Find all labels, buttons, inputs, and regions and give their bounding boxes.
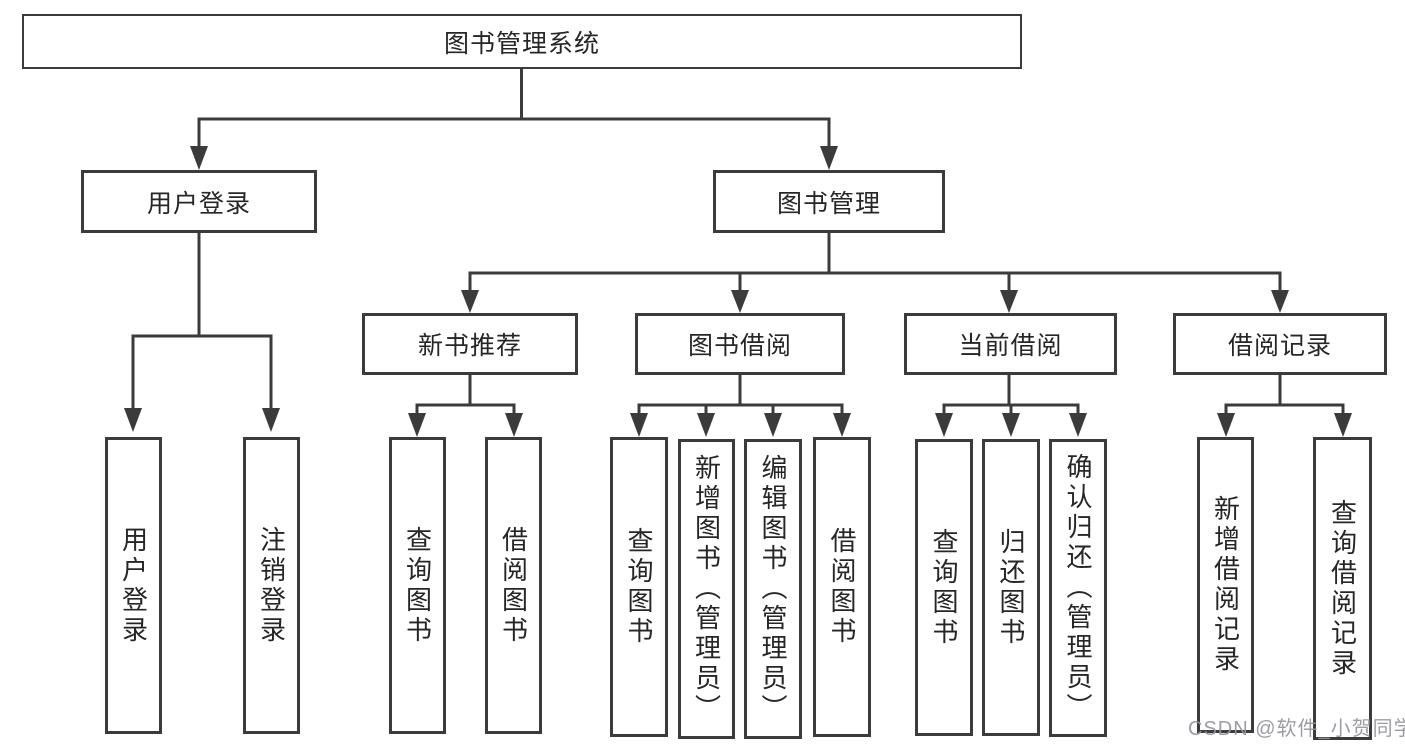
- connector-root-to-level2: [190, 68, 838, 170]
- connector-current-to-leaves: [935, 374, 1087, 437]
- leaf-logout: 注销登录: [243, 437, 300, 734]
- node-new-book-recommend: 新书推荐: [362, 313, 578, 375]
- node-library-system: 图书管理系统: [22, 14, 1022, 69]
- node-book-management: 图书管理: [713, 170, 945, 233]
- leaf-borrow-edit-books-admin: 编辑图书（管理员）: [744, 439, 802, 739]
- connector-newbook-to-leaves: [408, 374, 523, 437]
- leaf-newbook-query-books: 查询图书: [389, 437, 446, 734]
- leaf-borrow-add-books-admin: 新增图书（管理员）: [678, 439, 735, 739]
- leaf-records-query-record: 查询借阅记录: [1313, 437, 1372, 740]
- node-current-borrowing: 当前借阅: [904, 313, 1117, 375]
- node-borrow-records: 借阅记录: [1173, 313, 1387, 375]
- leaf-records-add-record: 新增借阅记录: [1197, 437, 1254, 733]
- node-user-login: 用户登录: [81, 170, 317, 233]
- leaf-borrow-query-books: 查询图书: [610, 437, 668, 737]
- leaf-current-return-books: 归还图书: [982, 439, 1040, 736]
- connector-records-to-leaves: [1217, 374, 1352, 437]
- leaf-borrow-borrow-books: 借阅图书: [813, 437, 871, 737]
- node-book-borrowing: 图书借阅: [635, 313, 845, 375]
- csdn-watermark: CSDN @软件_小贺同学: [1188, 718, 1405, 740]
- leaf-current-query-books: 查询图书: [915, 439, 973, 736]
- connector-userlogin-to-leaves: [124, 232, 280, 432]
- connector-bookmgmt-to-level3: [461, 232, 1289, 313]
- leaf-current-confirm-return-admin: 确认归还（管理员）: [1049, 439, 1107, 737]
- connector-borrow-to-leaves: [630, 374, 851, 437]
- leaf-user-login: 用户登录: [105, 437, 162, 734]
- leaf-newbook-borrow-books: 借阅图书: [485, 437, 542, 734]
